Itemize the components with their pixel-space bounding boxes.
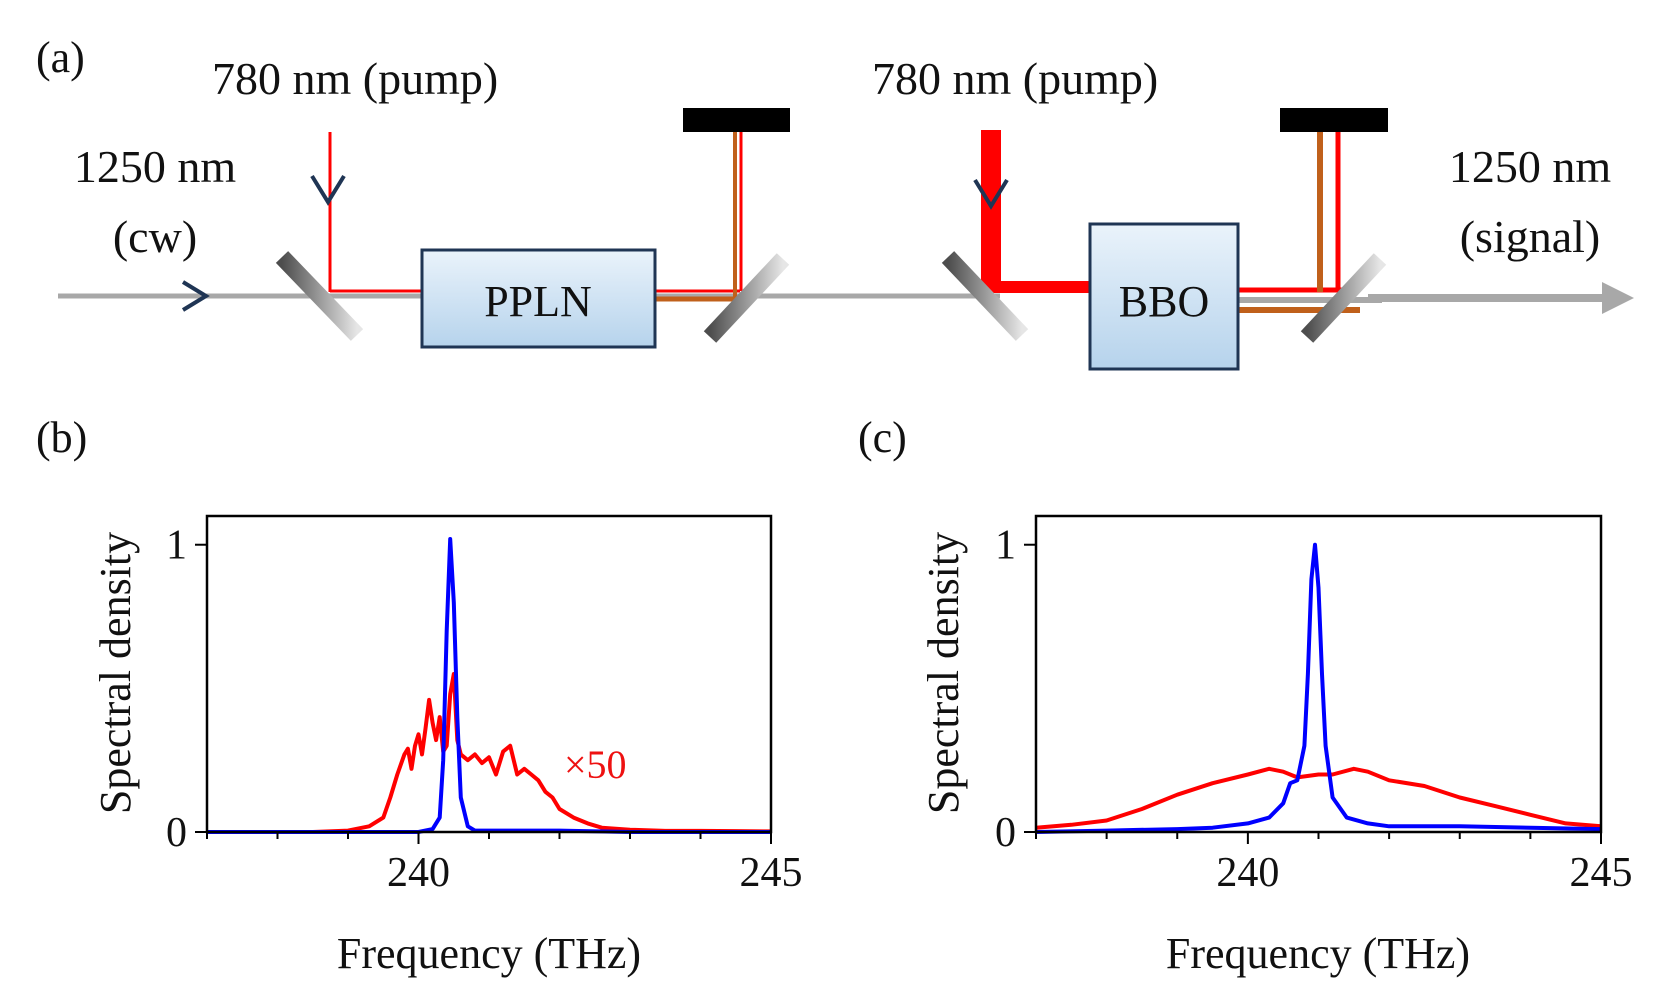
crystal-ppln-label: PPLN bbox=[484, 277, 592, 326]
crystal-bbo bbox=[1088, 222, 1240, 371]
chart-b-tick-layer: 240 245 0 1 bbox=[166, 523, 803, 896]
pump-direction-arrow-icon-2 bbox=[973, 178, 1009, 210]
panel-label-c: (c) bbox=[858, 413, 907, 462]
chart-b-series-1-line bbox=[207, 672, 772, 834]
chart-c-series-layer bbox=[1035, 542, 1602, 834]
input-mode: (cw) bbox=[113, 211, 197, 262]
mirror-4 bbox=[1300, 253, 1387, 343]
chart-c-xtick-label-240: 240 bbox=[1216, 850, 1279, 896]
output-arrowhead-icon bbox=[1602, 282, 1634, 314]
output-wavelength: 1250 nm bbox=[1449, 141, 1612, 192]
chart-c-xlabel: Frequency (THz) bbox=[1166, 929, 1470, 978]
chart-b-ylabel: Spectral density bbox=[91, 532, 140, 814]
chart-b-xtick-label-240: 240 bbox=[387, 850, 450, 896]
chart-b-series-2-line bbox=[207, 537, 771, 834]
pump-direction-arrow-icon-1 bbox=[310, 174, 346, 206]
chart-c-ytick-label-0: 0 bbox=[995, 810, 1016, 856]
beam-dump-2 bbox=[1280, 108, 1388, 132]
chart-b-scale-annotation: ×50 bbox=[564, 742, 627, 787]
beam-dump-1 bbox=[683, 108, 790, 132]
chart-b-ytick-label-0: 0 bbox=[166, 810, 187, 856]
chart-b-xtick-label-245: 245 bbox=[740, 850, 803, 896]
chart-c-series-2-line bbox=[1035, 542, 1602, 834]
setup-diagram: (a) 780 nm (pump) 780 nm (pump) 1250 nm … bbox=[36, 33, 1634, 371]
pump-label-2: 780 nm (pump) bbox=[872, 53, 1158, 104]
chart-b-plot-frame bbox=[205, 514, 773, 834]
chart-c-ytick-label-1: 1 bbox=[995, 523, 1016, 569]
output-mode: (signal) bbox=[1460, 211, 1601, 262]
chart-c-ylabel: Spectral density bbox=[919, 532, 968, 814]
panel-label-a: (a) bbox=[36, 33, 85, 82]
panel-label-b: (b) bbox=[36, 413, 87, 462]
pump-label-1: 780 nm (pump) bbox=[212, 53, 498, 104]
input-wavelength: 1250 nm bbox=[74, 141, 237, 192]
crystal-bbo-label: BBO bbox=[1119, 277, 1209, 326]
chart-c-tick-layer: 240 245 0 1 bbox=[995, 523, 1633, 896]
crystal-ppln bbox=[420, 248, 657, 349]
mirror-1 bbox=[275, 251, 364, 341]
spectrum-chart-c: (c) 240 245 0 1 Frequency (THz) Spectral de… bbox=[858, 413, 1633, 978]
input-direction-arrow-icon bbox=[181, 280, 210, 312]
chart-b-xlabel: Frequency (THz) bbox=[337, 929, 641, 978]
mirror-3 bbox=[941, 251, 1029, 341]
chart-b-ytick-label-1: 1 bbox=[166, 523, 187, 569]
chart-b-series-layer bbox=[207, 537, 772, 834]
spectrum-chart-b: (b) 240 245 0 1 Frequency (THz) Spectral de… bbox=[36, 413, 803, 978]
mirror-2 bbox=[703, 253, 790, 343]
chart-c-xtick-label-245: 245 bbox=[1570, 850, 1633, 896]
chart-c-series-1-line bbox=[1035, 766, 1602, 830]
